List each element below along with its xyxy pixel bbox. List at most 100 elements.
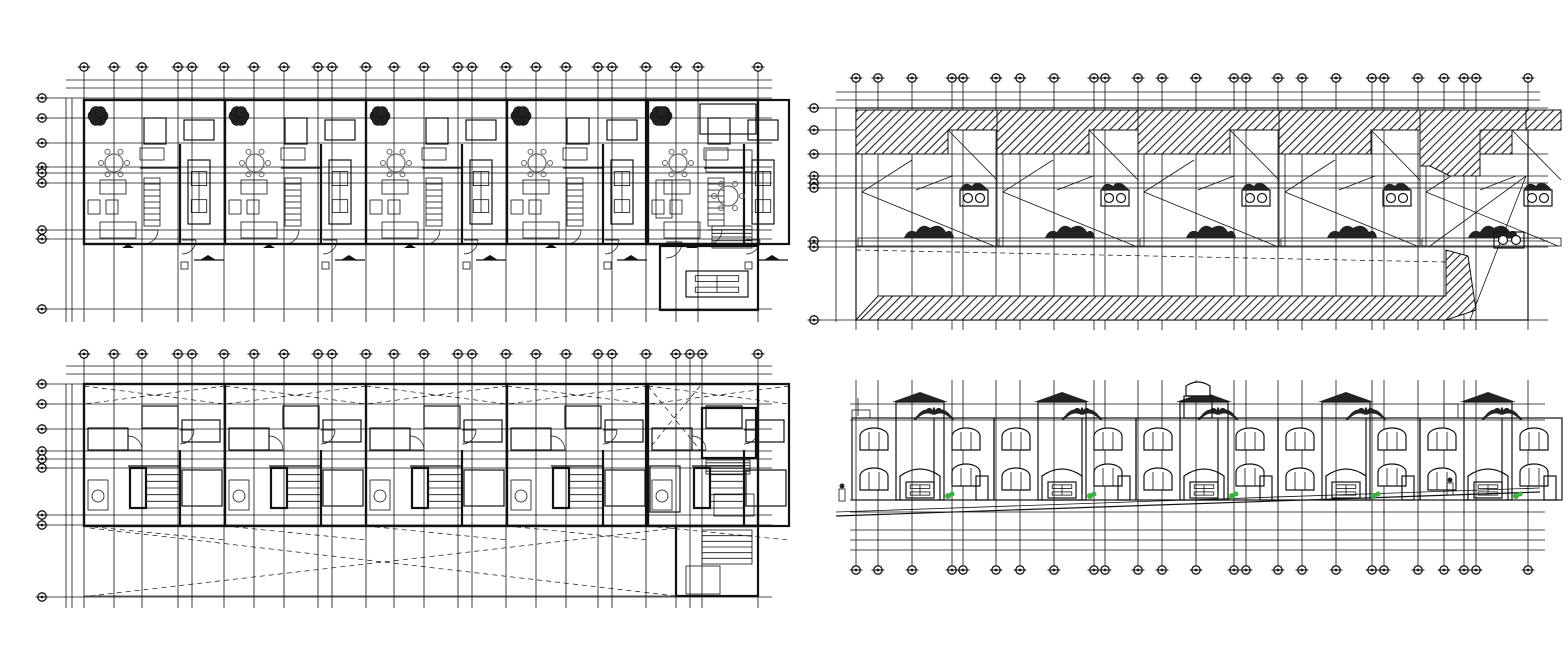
door-arc [127, 435, 143, 451]
grid-bubble-row [35, 446, 49, 456]
bathroom [685, 565, 721, 595]
grid-bubble-dot [876, 568, 880, 572]
grid-bubble-dot [1416, 76, 1420, 80]
chair [245, 148, 252, 155]
stair-well [551, 466, 571, 510]
armchair [387, 199, 401, 215]
unit-boundary [82, 382, 227, 528]
tower [1179, 401, 1229, 501]
column-marker [462, 261, 471, 270]
grid-bubble-dot [40, 427, 44, 431]
grid-bubble-dot [674, 65, 678, 69]
grid-bubble-dot [1160, 76, 1164, 80]
unit-boundary [646, 382, 791, 528]
grid-bubble-col [1365, 565, 1379, 575]
bedroom-bed [181, 419, 221, 443]
door-swing-icon [409, 435, 425, 451]
grid-bubble-row [35, 178, 49, 188]
grid-bubble-dot [812, 239, 816, 243]
grid-bubble-dot [812, 152, 816, 156]
tower-roof [1176, 392, 1232, 402]
drain-slope [1338, 175, 1376, 191]
grid-bubble-col [1239, 565, 1253, 575]
tank [1115, 192, 1127, 204]
parked-car-icon [469, 159, 493, 225]
arched-window [1235, 463, 1265, 487]
grid-bubble-col [605, 349, 619, 359]
kitchen [183, 119, 215, 141]
sofa [522, 179, 550, 195]
grid-bubble-col [1377, 565, 1391, 575]
chair [688, 160, 694, 166]
shrub-icon [1091, 491, 1097, 497]
grid-bubble-col [1227, 565, 1241, 575]
stairs-icon [707, 177, 725, 227]
grid-bubble-col [171, 349, 185, 359]
bathroom [423, 405, 461, 429]
roof-unit [1137, 109, 1280, 247]
grid-bubble-col [1155, 565, 1169, 575]
void-diagonal [506, 385, 649, 405]
grid-bubble-col [956, 73, 970, 83]
grid-bubble-dot [1103, 568, 1107, 572]
grid-bubble-col [77, 349, 91, 359]
grid-bubble-dot [456, 65, 460, 69]
bedroom-bed [745, 419, 785, 443]
chair [739, 193, 745, 199]
door-arc [268, 435, 284, 451]
grid-bubble-dot [1194, 568, 1198, 572]
drain-slope [861, 191, 995, 247]
door-swing-icon [320, 429, 336, 445]
table-top [245, 153, 265, 173]
tank [1256, 192, 1268, 204]
grid-bubble-dot [854, 76, 858, 80]
palm-frond [1345, 411, 1367, 421]
void-diagonal [83, 385, 226, 405]
grid-bubble-dot [40, 237, 44, 241]
grid-bubble-dot [40, 307, 44, 311]
grid-bubble-dot [1462, 568, 1466, 572]
elevation-car-icon [1047, 481, 1077, 499]
chair [540, 171, 547, 178]
grid-bubble-dot [1370, 76, 1374, 80]
grid-bubble-row [35, 592, 49, 602]
arched-window [1427, 427, 1457, 451]
door-swing-icon [143, 229, 159, 245]
grid-bubble-dot [504, 352, 508, 356]
door-arc [665, 241, 683, 259]
car-body [1047, 481, 1077, 499]
grid-bubble-dot [564, 352, 568, 356]
car-body [187, 159, 211, 225]
grid-bubble-col [1131, 565, 1145, 575]
arched-window [951, 463, 981, 487]
arched-window [1143, 467, 1173, 491]
grid-bubble-dot [994, 568, 998, 572]
unit-boundary [505, 382, 650, 528]
bathroom [425, 117, 449, 145]
grid-bubble-col [529, 62, 543, 72]
grid-bubble-dot [40, 141, 44, 145]
grid-bubble-dot [1194, 76, 1198, 80]
grid-bubble-dot [1474, 76, 1478, 80]
grid-bubble-col [499, 349, 513, 359]
stairs-icon [709, 467, 745, 509]
armchair [369, 199, 383, 215]
bathroom [564, 405, 602, 429]
tower [1463, 401, 1513, 501]
counter [99, 221, 137, 239]
grid-bubble-row [35, 454, 49, 464]
wardrobe [87, 479, 109, 511]
housing-unit-ground [82, 98, 227, 270]
stairs-icon [566, 177, 584, 227]
dining-table-icon [711, 180, 745, 212]
drain-slope [861, 159, 913, 193]
grid-bubble-col [1271, 565, 1285, 575]
grid-bubble-col [669, 349, 683, 359]
palm-frond [1501, 411, 1523, 421]
grid-bubble-dot [82, 65, 86, 69]
dining-table-icon [98, 148, 130, 178]
tower-roof [1318, 392, 1374, 402]
level-marker-icon [482, 255, 498, 260]
sofa [703, 147, 729, 161]
